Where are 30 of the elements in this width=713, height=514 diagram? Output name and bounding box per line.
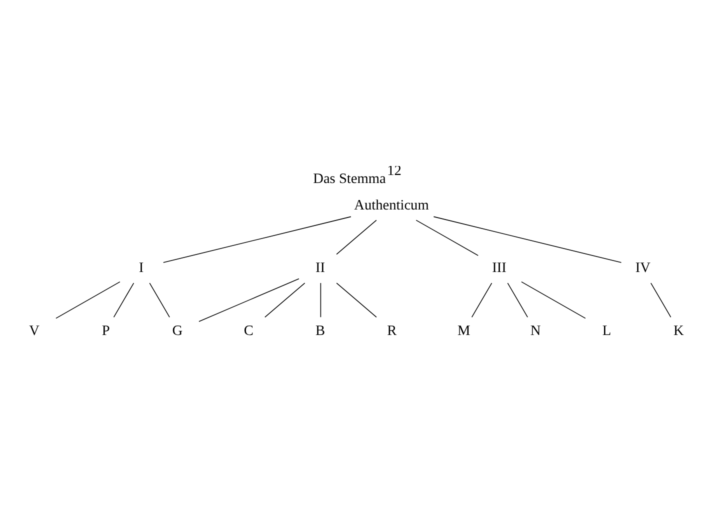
node-text: C	[244, 322, 254, 338]
node-text: M	[458, 322, 470, 338]
node-text: B	[316, 322, 326, 338]
connector	[507, 282, 528, 318]
connector	[336, 219, 377, 254]
node-text: V	[29, 322, 40, 338]
node-text: K	[674, 322, 684, 338]
connector	[56, 280, 120, 318]
connector	[113, 282, 134, 318]
connector	[198, 278, 300, 322]
connector	[264, 282, 306, 318]
node-text: IV	[635, 260, 650, 276]
connector	[521, 280, 586, 318]
node-text: G	[172, 322, 183, 338]
connector	[162, 216, 352, 262]
node-text: P	[102, 322, 110, 338]
node-text: I	[138, 260, 144, 276]
connector	[336, 282, 377, 318]
connector	[149, 282, 170, 318]
connector	[471, 282, 492, 318]
node-text: III	[492, 260, 506, 276]
node-text: Authenticum	[354, 196, 429, 213]
connector	[416, 219, 479, 256]
connector	[650, 282, 672, 318]
node-text: N	[530, 322, 541, 338]
node-text: II	[316, 260, 326, 276]
connector	[433, 216, 622, 262]
node-text: L	[602, 322, 612, 338]
node-text: R	[387, 322, 397, 338]
connector	[320, 282, 322, 318]
